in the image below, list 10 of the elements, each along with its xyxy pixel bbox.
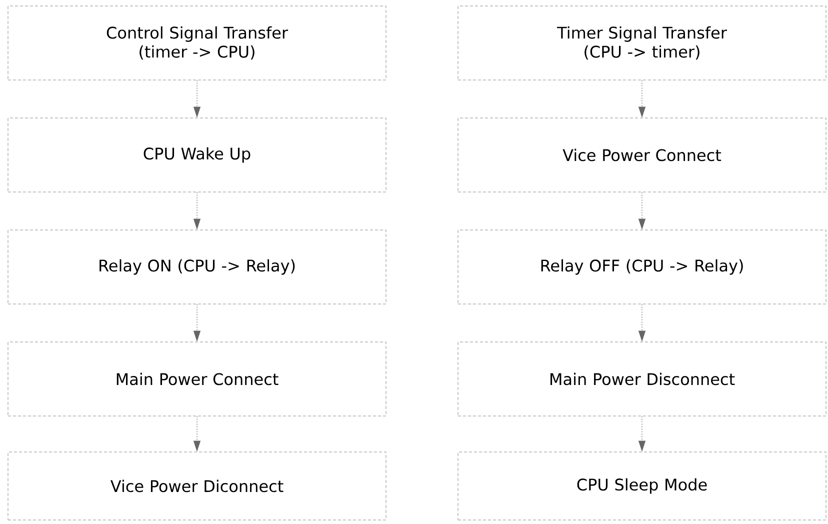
process-box: CPU Wake Up xyxy=(8,118,386,192)
process-box: Timer Signal Transfer (CPU -> timer) xyxy=(458,6,826,80)
process-box: Control Signal Transfer (timer -> CPU) xyxy=(8,6,386,80)
process-box: Main Power Connect xyxy=(8,342,386,416)
process-box: Vice Power Diconnect xyxy=(8,452,386,520)
process-box: Relay OFF (CPU -> Relay) xyxy=(458,230,826,304)
process-box: Vice Power Connect xyxy=(458,118,826,192)
process-box: Relay ON (CPU -> Relay) xyxy=(8,230,386,304)
process-box: CPU Sleep Mode xyxy=(458,452,826,520)
process-box: Main Power Disconnect xyxy=(458,342,826,416)
